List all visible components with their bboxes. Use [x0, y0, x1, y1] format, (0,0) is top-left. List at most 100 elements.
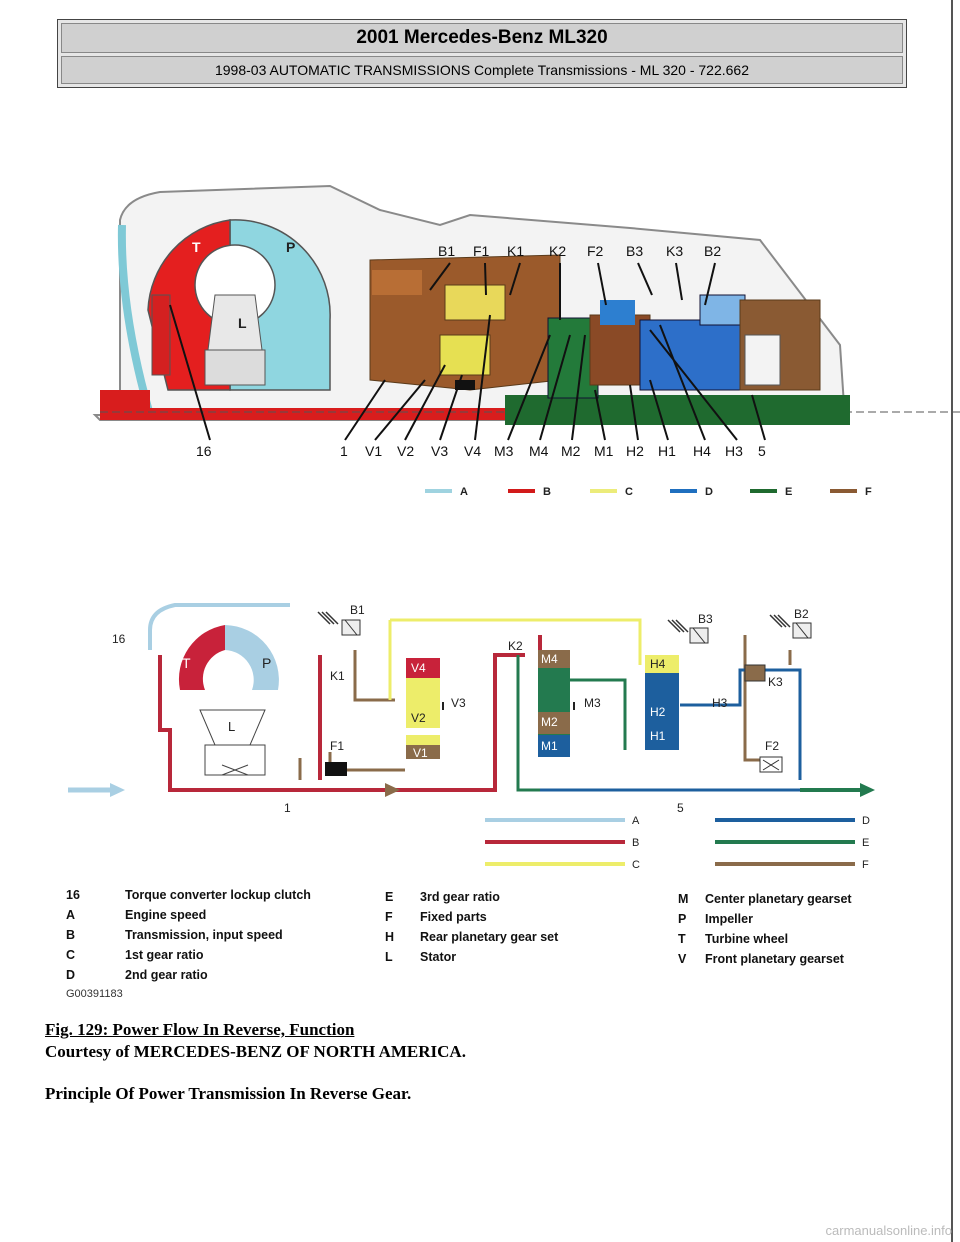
schematic-legend-F: F [862, 859, 869, 871]
key-code: M [678, 892, 689, 906]
cutaway-label-V1: V1 [365, 443, 382, 459]
schematic-label-M1: M1 [541, 739, 558, 753]
schematic-label-H1: H1 [650, 729, 666, 743]
schematic-label-H4: H4 [650, 657, 666, 671]
key-code: D [66, 968, 76, 982]
cutaway-label-V3: V3 [431, 443, 448, 459]
document-title: 2001 Mercedes-Benz ML320 [61, 23, 903, 53]
cutaway-legend-F: F [865, 486, 872, 498]
document-subtitle: 1998-03 AUTOMATIC TRANSMISSIONS Complete… [61, 56, 903, 84]
schematic-label-H3: H3 [712, 696, 728, 710]
key-code: T [678, 932, 686, 946]
cutaway-label-M1: M1 [594, 443, 614, 459]
cutaway-label-16: 16 [196, 443, 212, 459]
watermark: carmanualsonline.info [825, 1223, 952, 1238]
section-heading: Principle Of Power Transmission In Rever… [45, 1084, 412, 1103]
cutaway-legend-D: D [705, 486, 713, 498]
schematic-legend-D: D [862, 815, 870, 827]
key-code: L [385, 950, 393, 964]
key-text: Stator [420, 950, 457, 964]
key-code: V [678, 952, 687, 966]
cutaway-label-M4: M4 [529, 443, 549, 459]
cutaway-label-K1: K1 [507, 243, 524, 259]
key-text: Center planetary gearset [705, 892, 852, 906]
cutaway-label-5: 5 [758, 443, 766, 459]
svg-text:T: T [192, 239, 201, 255]
key-code: 16 [66, 888, 80, 902]
schematic-label-K3: K3 [768, 675, 783, 689]
schematic-label-B3: B3 [698, 612, 713, 626]
schematic-label-H2: H2 [650, 705, 666, 719]
schematic-label-M2: M2 [541, 715, 558, 729]
schematic-legend-A: A [632, 815, 640, 827]
key-code: P [678, 912, 687, 926]
key-text: Front planetary gearset [705, 952, 844, 966]
document-header: 2001 Mercedes-Benz ML320 1998-03 AUTOMAT… [57, 19, 907, 88]
cutaway-label-K3: K3 [666, 243, 683, 259]
schematic-label-V3: V3 [451, 696, 466, 710]
key-text: 1st gear ratio [125, 948, 204, 962]
cutaway-label-V4: V4 [464, 443, 481, 459]
schematic-label-K1: K1 [330, 669, 345, 683]
key-code: C [66, 948, 76, 962]
key-code: E [385, 890, 394, 904]
cutaway-label-M2: M2 [561, 443, 581, 459]
cutaway-legend-B: B [543, 486, 551, 498]
schematic-label-B2: B2 [794, 607, 809, 621]
key-text: 3rd gear ratio [420, 890, 500, 904]
key-code: F [385, 910, 393, 924]
figure-caption: Fig. 129: Power Flow In Reverse, Functio… [45, 1020, 355, 1039]
schematic-label-L: L [228, 719, 235, 734]
key-code: A [66, 908, 76, 922]
cutaway-label-1: 1 [340, 443, 348, 459]
cutaway-legend-E: E [785, 486, 792, 498]
schematic-label-M3: M3 [584, 696, 601, 710]
cutaway-label-V2: V2 [397, 443, 414, 459]
cutaway-label-H1: H1 [658, 443, 676, 459]
schematic-label-M4: M4 [541, 652, 558, 666]
key-text: Engine speed [125, 908, 207, 922]
schematic-label-P: P [262, 655, 271, 671]
cutaway-label-H3: H3 [725, 443, 743, 459]
cutaway-illustration: T P L [92, 184, 960, 498]
cutaway-legend-A: A [460, 486, 468, 498]
schematic-legend-C: C [632, 859, 640, 871]
cutaway-legend-C: C [625, 486, 633, 498]
schematic-label-V4: V4 [411, 661, 426, 675]
schematic-label-B1: B1 [350, 603, 365, 617]
schematic-label-16: 16 [112, 632, 126, 646]
cutaway-label-H4: H4 [693, 443, 711, 459]
key-text: Rear planetary gear set [420, 930, 559, 944]
schematic-label-T: T [182, 655, 191, 671]
svg-text:P: P [286, 239, 295, 255]
schematic-label-V1: V1 [413, 746, 428, 760]
schematic-legend-E: E [862, 837, 869, 849]
schematic-label-5: 5 [677, 801, 684, 815]
cutaway-label-F2: F2 [587, 243, 604, 259]
key-text: Impeller [705, 912, 753, 926]
svg-text:L: L [238, 315, 247, 331]
schematic-label-1: 1 [284, 801, 291, 815]
transmission-figure: T P L [68, 184, 960, 871]
key-text: Torque converter lockup clutch [125, 888, 311, 902]
cutaway-label-H2: H2 [626, 443, 644, 459]
cutaway-label-B1: B1 [438, 243, 455, 259]
key-code: B [66, 928, 76, 942]
courtesy-line: Courtesy of MERCEDES-BENZ OF NORTH AMERI… [45, 1042, 466, 1061]
schematic-label-F1: F1 [330, 739, 344, 753]
schematic-label-V2: V2 [411, 711, 426, 725]
cutaway-label-M3: M3 [494, 443, 514, 459]
figure-code: G00391183 [66, 988, 123, 1000]
key-code: H [385, 930, 395, 944]
key-text: Fixed parts [420, 910, 487, 924]
key-text: Transmission, input speed [125, 928, 283, 942]
schematic-label-F2: F2 [765, 739, 779, 753]
cutaway-label-F1: F1 [473, 243, 490, 259]
cutaway-label-K2: K2 [549, 243, 566, 259]
key-text: Turbine wheel [705, 932, 789, 946]
cutaway-label-B2: B2 [704, 243, 721, 259]
schematic-label-K2: K2 [508, 639, 523, 653]
key-text: 2nd gear ratio [125, 968, 208, 982]
cutaway-label-B3: B3 [626, 243, 643, 259]
